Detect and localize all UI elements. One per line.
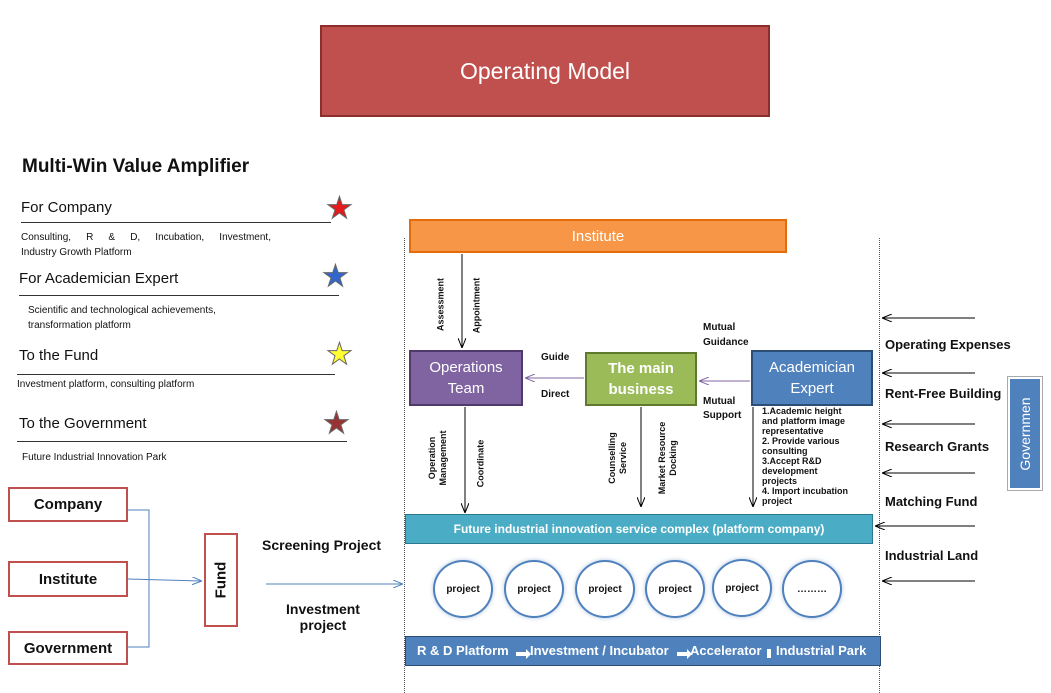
source-government-box: Government (8, 631, 128, 665)
operations-team-box: Operations Team (409, 350, 523, 406)
source-company-box: Company (8, 487, 128, 522)
chain-arrow-icon (767, 649, 771, 658)
dark-red-star-icon: ★ (323, 407, 351, 440)
platform-complex-box: Future industrial innovation service com… (405, 514, 873, 544)
mutual-guidance-label: Mutual Guidance (703, 320, 749, 350)
main-business-box: The main business (585, 352, 697, 406)
chain-arrow-icon (516, 649, 531, 659)
academician-expert-box: Academician Expert (751, 350, 873, 406)
section-desc-academician-line2: transformation platform (28, 320, 131, 331)
frame-left-line (404, 238, 405, 693)
project-circle: project (433, 560, 493, 618)
operations-team-line1: Operations (429, 359, 503, 376)
section-desc-company-line1: Consulting, R & D, Incubation, Investmen… (21, 232, 271, 243)
input-operating-expenses: Operating Expenses (885, 337, 1011, 352)
input-research-grants: Research Grants (885, 439, 990, 454)
section-divider (19, 295, 339, 296)
chain-arrow-icon (677, 649, 692, 659)
government-box: Governmen (1007, 376, 1043, 491)
academician-line2: Expert (790, 380, 834, 397)
page-title: Operating Model (320, 25, 770, 117)
yellow-star-icon: ★ (326, 338, 354, 371)
role-line: 1.Academic height (762, 406, 842, 416)
investment-project-label: Investment project (270, 601, 376, 633)
section-title-company: For Company (21, 199, 112, 216)
academician-roles-list: 1.Academic height and platform image rep… (762, 406, 874, 506)
project-circle: project (575, 560, 635, 618)
chain-accelerator: Accelerator (690, 643, 762, 658)
role-line: 2. Provide various (762, 436, 840, 446)
direct-label: Direct (541, 389, 570, 400)
mutual-support-label: Mutual Support (703, 395, 741, 423)
blue-star-icon: ★ (322, 260, 350, 293)
section-title-fund: To the Fund (19, 347, 99, 364)
institute-box: Institute (409, 219, 787, 253)
fund-box: Fund (204, 533, 238, 627)
arrow-sources-to-fund (127, 579, 201, 581)
section-divider (21, 222, 331, 223)
project-circle: project (504, 560, 564, 618)
operations-team-line2: Team (447, 380, 485, 397)
role-line: consulting (762, 446, 808, 456)
investment-project-line1: Investment (286, 601, 360, 617)
role-line: projects (762, 476, 798, 486)
frame-right-line (879, 238, 880, 693)
section-divider (17, 374, 335, 375)
role-line: project (762, 496, 793, 506)
platform-chain-bar: R & D Platform Investment / Incubator Ac… (405, 636, 881, 666)
main-business-line1: The main (608, 360, 674, 377)
main-business-line2: business (608, 381, 674, 398)
mutual-support-line2: Support (703, 410, 742, 421)
screening-project-label: Screening Project (262, 537, 382, 553)
academician-line1: Academician (769, 359, 855, 376)
guide-label: Guide (541, 352, 570, 363)
section-divider (17, 441, 347, 442)
section-desc-government: Future Industrial Innovation Park (22, 452, 167, 463)
bracket-sources (128, 509, 150, 648)
project-circle: project (712, 559, 772, 617)
section-desc-fund: Investment platform, consulting platform (17, 379, 195, 390)
chain-industrial-park: Industrial Park (776, 643, 867, 658)
project-circle-more: ……… (782, 560, 842, 618)
chain-rd-platform: R & D Platform (417, 643, 509, 658)
section-title-academician: For Academician Expert (19, 270, 179, 287)
input-industrial-land: Industrial Land (885, 548, 979, 563)
section-title-government: To the Government (19, 415, 147, 432)
section-desc-company-line2: Industry Growth Platform (21, 247, 132, 258)
section-desc-academician-line1: Scientific and technological achievement… (28, 305, 216, 316)
chain-investment-incubator: Investment / Incubator (530, 643, 669, 658)
input-rent-free-building: Rent-Free Building (885, 386, 1002, 401)
role-line: development (762, 466, 818, 476)
role-line: 4. Import incubation (762, 486, 849, 496)
role-line: 3.Accept R&D (762, 456, 822, 466)
role-line: and platform image (762, 416, 846, 426)
role-line: representative (762, 426, 824, 436)
input-matching-fund: Matching Fund (885, 494, 978, 509)
investment-project-line2: project (299, 617, 347, 633)
source-institute-box: Institute (8, 561, 128, 597)
mutual-guidance-line1: Mutual (703, 322, 736, 333)
amplifier-heading: Multi-Win Value Amplifier (22, 156, 250, 177)
mutual-guidance-line2: Guidance (703, 337, 749, 348)
mutual-support-line1: Mutual (703, 396, 736, 407)
red-star-icon: ★ (326, 192, 354, 225)
project-circle: project (645, 560, 705, 618)
